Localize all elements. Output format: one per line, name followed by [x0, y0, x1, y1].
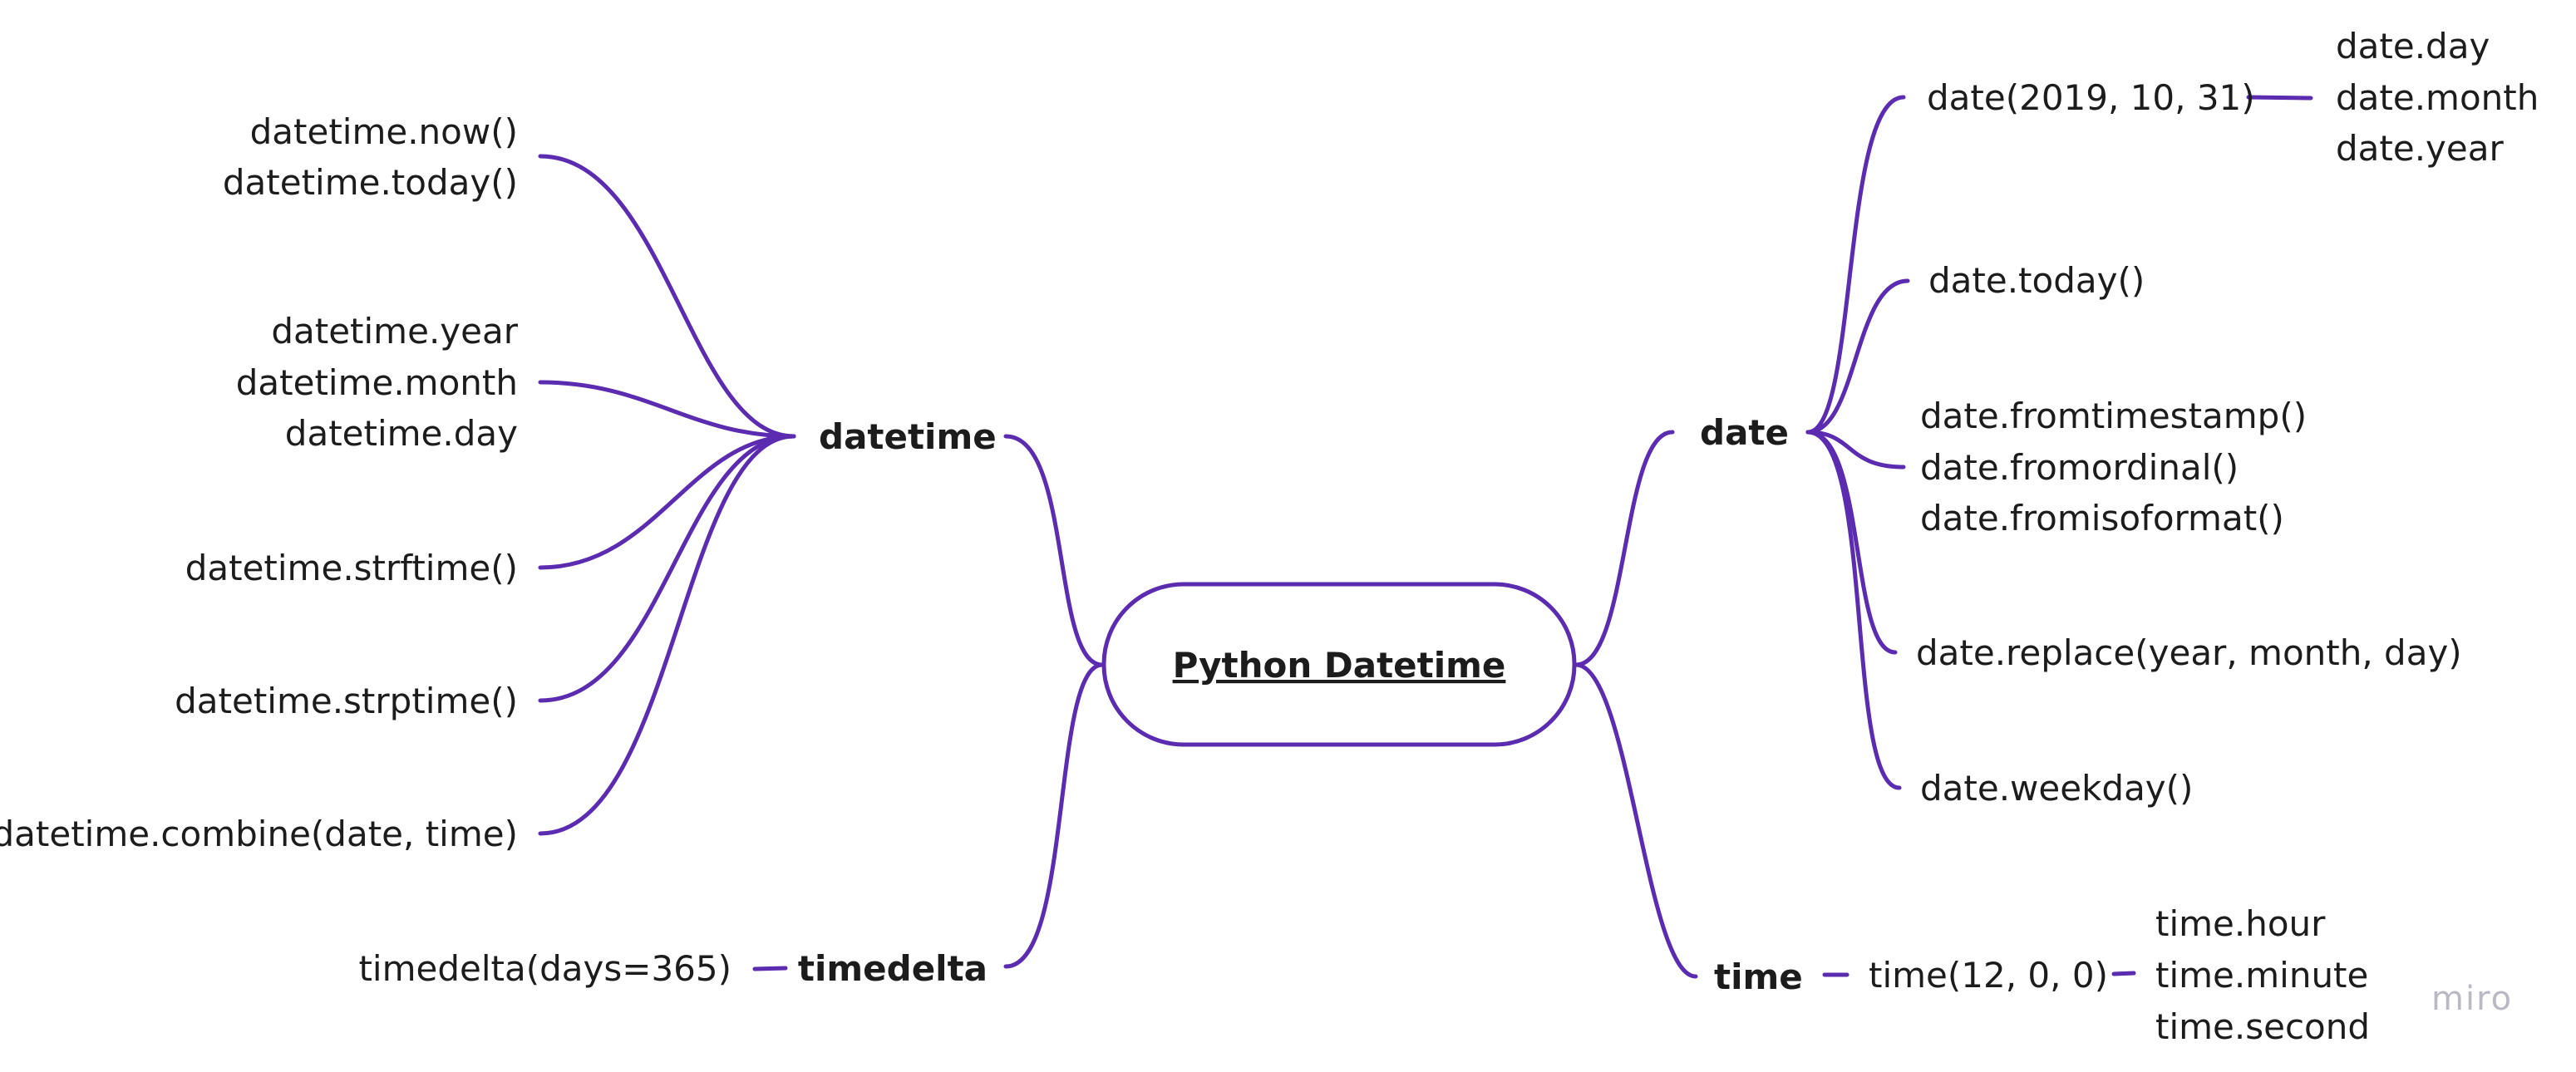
time-hour-label[interactable]: time.hour — [2155, 903, 2326, 944]
edge-datetime-attrs — [538, 380, 796, 439]
date-month-label[interactable]: date.month — [2336, 77, 2539, 118]
timedelta-node[interactable]: timedelta — [798, 948, 988, 989]
edge-date-from — [1805, 430, 1906, 470]
root-node-shape — [1101, 582, 1577, 747]
edge-root-timedelta — [1003, 662, 1105, 969]
datetime-strptime-label[interactable]: datetime.strptime() — [175, 681, 518, 721]
datetime-year-label[interactable]: datetime.year — [271, 311, 518, 352]
datetime-day-label[interactable]: datetime.day — [285, 413, 518, 454]
edge-root-date — [1574, 430, 1675, 667]
datetime-month-label[interactable]: datetime.month — [236, 362, 518, 403]
connector-lines — [538, 95, 2313, 979]
edge-datetime-strftime — [538, 434, 796, 570]
timedelta-days-label[interactable]: timedelta(days=365) — [358, 948, 731, 989]
edge-timedelta-child — [752, 966, 788, 971]
date-fromisoformat-label[interactable]: date.fromisoformat() — [1920, 498, 2284, 538]
date-weekday-label[interactable]: date.weekday() — [1920, 768, 2193, 809]
time-node[interactable]: time — [1714, 956, 1803, 997]
edge-datetime-strptime — [538, 434, 796, 703]
edge-datetime-combine — [538, 434, 796, 836]
date-today-label[interactable]: date.today() — [1928, 260, 2145, 301]
time-ctor-label[interactable]: time(12, 0, 0) — [1869, 955, 2108, 996]
edge-root-time — [1574, 662, 1698, 979]
datetime-combine-label[interactable]: datetime.combine(date, time) — [0, 814, 518, 854]
datetime-today-label[interactable]: datetime.today() — [223, 162, 518, 203]
datetime-now-label[interactable]: datetime.now() — [250, 111, 518, 152]
edge-datetime-now — [538, 154, 796, 439]
date-fromtimestamp-label[interactable]: date.fromtimestamp() — [1920, 396, 2307, 436]
edge-timector-attrs — [2111, 971, 2136, 976]
edge-date-today — [1805, 278, 1910, 435]
date-replace-label[interactable]: date.replace(year, month, day) — [1916, 632, 2462, 673]
edge-date-ctor — [1805, 95, 1906, 435]
datetime-strftime-label[interactable]: datetime.strftime() — [185, 548, 518, 588]
date-fromordinal-label[interactable]: date.fromordinal() — [1920, 447, 2239, 488]
date-day-label[interactable]: date.day — [2336, 26, 2490, 66]
datetime-node[interactable]: datetime — [819, 416, 997, 457]
time-minute-label[interactable]: time.minute — [2155, 955, 2368, 996]
root-node-title: Python Datetime — [1173, 645, 1506, 686]
time-second-label[interactable]: time.second — [2155, 1006, 2370, 1047]
date-node[interactable]: date — [1700, 412, 1789, 453]
date-ctor-label[interactable]: date(2019, 10, 31) — [1927, 77, 2255, 118]
date-year-label[interactable]: date.year — [2336, 128, 2504, 169]
root-node[interactable]: Python Datetime — [1101, 582, 1577, 747]
edge-root-datetime — [1003, 434, 1105, 667]
miro-watermark: miro — [2431, 980, 2513, 1018]
edge-date-weekday — [1805, 430, 1902, 790]
edge-datector-attrs — [2246, 95, 2313, 101]
